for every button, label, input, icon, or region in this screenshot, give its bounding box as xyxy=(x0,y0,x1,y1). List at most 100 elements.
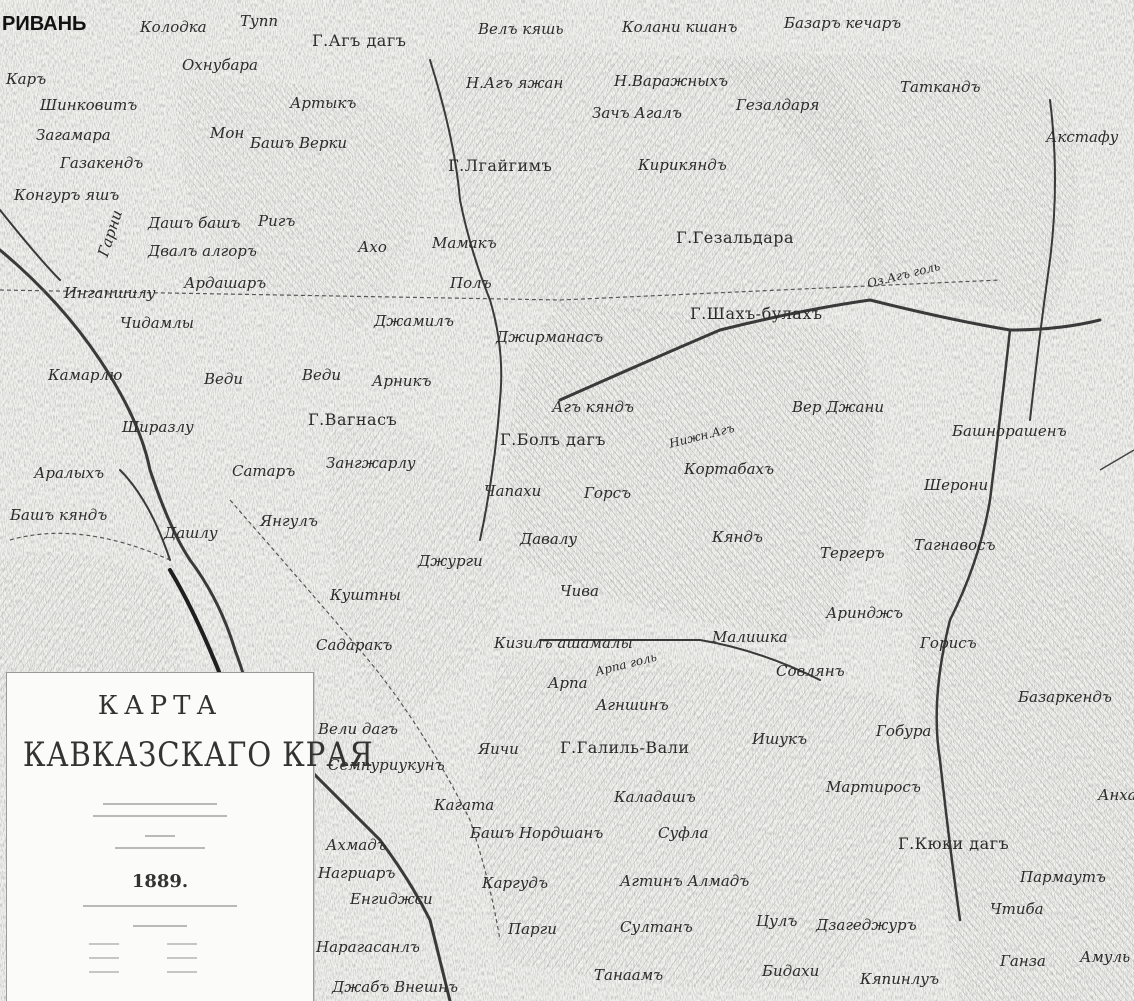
place-label: Полъ xyxy=(450,274,492,292)
place-label: Базаркендъ xyxy=(1018,688,1112,706)
place-label: Горсъ xyxy=(584,484,631,502)
place-label: Веди xyxy=(204,370,244,388)
place-label: Акстафу xyxy=(1046,128,1119,146)
peak-label: Г.Болъ дагъ xyxy=(500,430,606,449)
place-label: Шинковитъ xyxy=(40,96,138,114)
place-label: Цулъ xyxy=(756,912,798,930)
place-label: Яичи xyxy=(478,740,519,758)
place-label: Каргудъ xyxy=(482,874,548,892)
place-label: Аринджъ xyxy=(826,604,904,622)
place-label: Янгулъ xyxy=(260,512,318,530)
map-title-card: КАРТА КАВКАЗСКАГО КРАЯ 1889. xyxy=(6,672,374,1001)
place-label: Тергеръ xyxy=(820,544,885,562)
place-label: Мартиросъ xyxy=(826,778,921,796)
place-label: Арникъ xyxy=(372,372,432,390)
place-label: Арпа xyxy=(548,674,588,692)
map-title-word: КАРТА xyxy=(97,691,223,721)
place-label: Веди xyxy=(302,366,342,384)
place-label: Семпуриукунъ xyxy=(328,756,445,774)
place-label: Чидамлы xyxy=(120,314,194,332)
place-label: Гезалдаря xyxy=(736,96,820,114)
place-label: Давалу xyxy=(520,530,578,548)
place-label: Камарлю xyxy=(48,366,123,384)
place-label: Малишка xyxy=(712,628,788,646)
place-label: Охнубара xyxy=(182,56,258,74)
place-label: РИВАНЬ xyxy=(2,13,87,35)
peak-label: Г.Шахъ-булахъ xyxy=(690,304,823,323)
place-label: Конгуръ яшъ xyxy=(14,186,120,204)
peak-label: Г.Лгайгимъ xyxy=(448,156,553,175)
place-label: Шерони xyxy=(924,476,989,494)
fine-print-line xyxy=(83,905,237,907)
place-label: Двалъ алгоръ xyxy=(148,242,257,260)
fine-print-line xyxy=(93,815,227,817)
legend-mark xyxy=(167,943,197,945)
place-label: Газакендъ xyxy=(60,154,144,172)
place-label: Куштны xyxy=(330,586,401,604)
place-label: Чива xyxy=(560,582,599,600)
place-label: Зангжарлу xyxy=(326,454,416,472)
map-year: 1889. xyxy=(131,871,189,892)
place-label: Вели дагъ xyxy=(318,720,398,738)
peak-label: Г.Гезальдара xyxy=(676,228,795,247)
place-label: Садаракъ xyxy=(316,636,393,654)
place-label: Джамилъ xyxy=(374,312,454,330)
place-label: Кяндъ xyxy=(712,528,763,546)
place-label: Мамакъ xyxy=(432,234,497,252)
place-label: Кирикяндъ xyxy=(638,156,727,174)
fine-print-line xyxy=(115,847,205,849)
place-label: Джирманасъ xyxy=(496,328,604,346)
place-label: Пармаутъ xyxy=(1020,868,1106,886)
fine-print-line xyxy=(103,803,217,805)
legend-mark xyxy=(89,943,119,945)
place-label: Гобура xyxy=(876,722,932,740)
place-label: Султанъ xyxy=(620,918,693,936)
place-label: Ганза xyxy=(1000,952,1046,970)
place-label: Аралыхъ xyxy=(34,464,105,482)
fine-print-line xyxy=(145,835,175,837)
place-label: Ахо xyxy=(358,238,387,256)
place-label: Кортабахъ xyxy=(684,460,774,478)
place-label: Велъ кяшь xyxy=(478,20,564,38)
place-label: Кяпинлуъ xyxy=(860,970,939,988)
place-label: Тупп xyxy=(240,12,279,30)
place-label: Вер Джани xyxy=(792,398,884,416)
place-label: Артыкъ xyxy=(290,94,357,112)
place-label: Джабъ Внешнъ xyxy=(332,978,458,996)
place-label: Дзагеджуръ xyxy=(816,916,917,934)
legend-mark xyxy=(89,971,119,973)
place-label: Амуль xyxy=(1080,948,1131,966)
place-label: Танаамъ xyxy=(594,966,664,984)
place-label: Колани кшанъ xyxy=(622,18,738,36)
place-label: Башъ Нордшанъ xyxy=(470,824,604,842)
place-label: Нарагасанлъ xyxy=(316,938,420,956)
place-label: Сатаръ xyxy=(232,462,296,480)
place-label: Дашлу xyxy=(164,524,218,542)
place-label: Каладашъ xyxy=(614,788,696,806)
place-label: Мон xyxy=(210,124,245,142)
place-label: Совлянъ xyxy=(776,662,845,680)
map-title-main: КАВКАЗСКАГО КРАЯ xyxy=(22,735,374,775)
place-label: Башнорашенъ xyxy=(952,422,1067,440)
place-label: Загамара xyxy=(36,126,111,144)
place-label: Суфла xyxy=(658,824,709,842)
place-label: Башъ Верки xyxy=(250,134,348,152)
place-label: Н.Агъ яжан xyxy=(466,74,564,92)
place-label: Нагриаръ xyxy=(318,864,396,882)
place-label: Ширазлу xyxy=(122,418,194,436)
place-label: Анха xyxy=(1098,786,1134,804)
place-label: Парги xyxy=(508,920,557,938)
fine-print-line xyxy=(133,925,187,927)
place-label: Таткандъ xyxy=(900,78,981,96)
place-label: Базаръ кечаръ xyxy=(784,14,902,32)
place-label: Джурги xyxy=(418,552,483,570)
place-label: Ахмадъ xyxy=(326,836,387,854)
place-label: Ригъ xyxy=(258,212,296,230)
place-label: Ишукъ xyxy=(752,730,807,748)
place-label: Инганшилу xyxy=(64,284,156,302)
place-label: Башъ кяндъ xyxy=(10,506,108,524)
legend-mark xyxy=(167,971,197,973)
place-label: Бидахи xyxy=(762,962,820,980)
place-label: Дашъ башъ xyxy=(148,214,241,232)
